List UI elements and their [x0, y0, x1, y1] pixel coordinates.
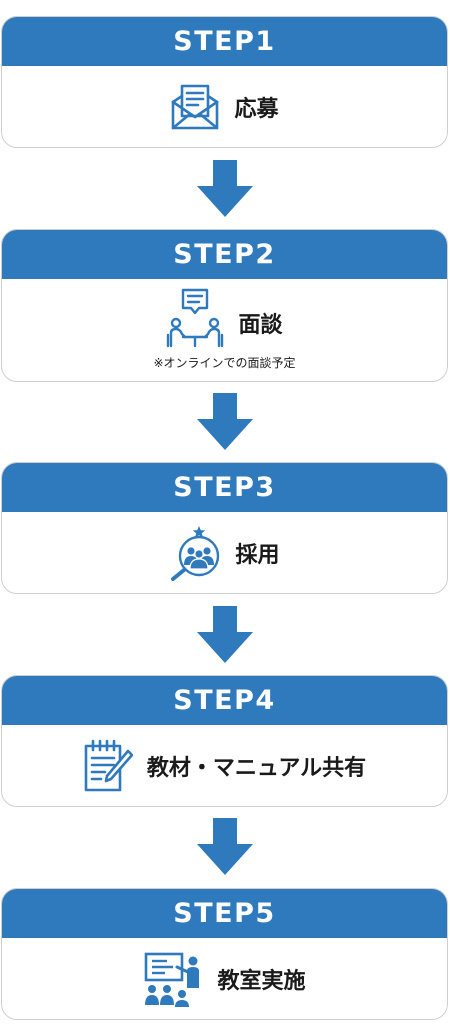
step-2-note: ※オンラインでの面談予定 [153, 356, 296, 370]
step-2-label: 面談 [238, 313, 283, 338]
step-3-header: STEP3 [2, 463, 447, 512]
step-5-body: 教室実施 [2, 938, 447, 1019]
classroom-presentation-icon [143, 951, 203, 1007]
step-4-body: 教材・マニュアル共有 [2, 725, 447, 806]
step-5-label: 教室実施 [217, 968, 306, 994]
down-arrow-icon [197, 606, 253, 663]
step-1-label: 応募 [234, 96, 279, 122]
step-4-card: STEP4 教材・マニュアル共有 [1, 675, 448, 807]
step-2-card: STEP2 [1, 229, 448, 382]
step-3-card: STEP3 採用 [1, 462, 448, 594]
step-2-header: STEP2 [2, 230, 447, 279]
down-arrow-icon [197, 818, 253, 875]
notepad-pen-icon [83, 739, 133, 793]
interview-meeting-icon [166, 287, 224, 349]
step-5-card: STEP5 [1, 888, 448, 1020]
step-5-header: STEP5 [2, 889, 447, 938]
step-4-label: 教材・マニュアル共有 [146, 755, 367, 781]
step-1-card: STEP1 応募 [1, 16, 448, 148]
people-search-icon [169, 525, 221, 581]
step-1-header: STEP1 [2, 17, 447, 66]
envelope-document-icon [170, 83, 220, 131]
step-4-header: STEP4 [2, 676, 447, 725]
step-1-body: 応募 [2, 66, 447, 147]
step-3-label: 採用 [235, 542, 280, 568]
step-2-body: 面談 ※オンラインでの面談予定 [2, 279, 447, 381]
step-3-body: 採用 [2, 512, 447, 593]
down-arrow-icon [197, 160, 253, 217]
down-arrow-icon [197, 393, 253, 450]
